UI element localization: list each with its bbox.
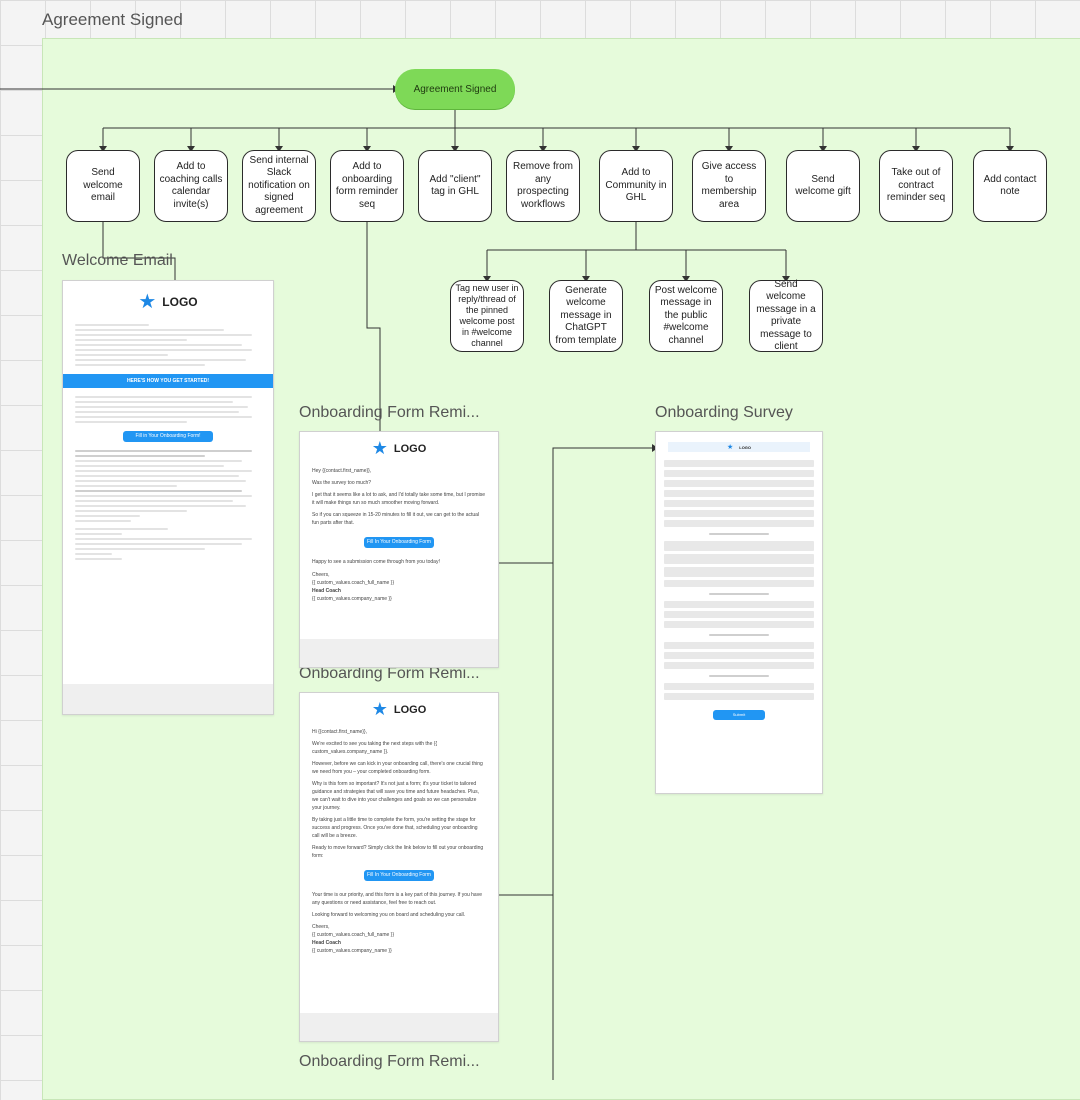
survey-submit-button[interactable]: Submit	[713, 710, 765, 720]
step-send-welcome-email[interactable]: Send welcome email	[66, 150, 140, 222]
section-welcome-email: Welcome Email	[62, 252, 173, 269]
get-started-banner: HERE'S HOW YOU GET STARTED!	[63, 374, 273, 388]
step-contact-note[interactable]: Add contact note	[973, 150, 1047, 222]
fill-onboarding-form-button[interactable]: Fill in Your Onboarding Form!	[123, 431, 213, 442]
frame-title: Agreement Signed	[42, 10, 183, 29]
star-icon: ★	[138, 291, 157, 313]
section-reminder-3: Onboarding Form Remi...	[299, 1053, 480, 1070]
reminder-1-email-preview[interactable]: ★ LOGO Hey {{contact.first_name}}, Was t…	[299, 431, 499, 668]
step-add-coaching-calls[interactable]: Add to coaching calls calendar invite(s)	[154, 150, 228, 222]
onboarding-survey-preview[interactable]: ★ LOGO Submit	[655, 431, 823, 794]
step-membership-access[interactable]: Give access to membership area	[692, 150, 766, 222]
community-post-public[interactable]: Post welcome message in the public #welc…	[649, 280, 723, 352]
star-icon: ★	[371, 438, 388, 458]
fill-onboarding-form-button[interactable]: Fill In Your Onboarding Form	[364, 537, 434, 548]
section-reminder-2: Onboarding Form Remi...	[299, 665, 480, 682]
reminder-2-email-preview[interactable]: ★ LOGO Hi {{contact.first_name}}, We're …	[299, 692, 499, 1042]
agreement-signed-trigger[interactable]: Agreement Signed	[395, 69, 515, 109]
community-tag-user[interactable]: Tag new user in reply/thread of the pinn…	[450, 280, 524, 352]
email-logo: ★ LOGO	[138, 291, 198, 313]
community-generate-message[interactable]: Generate welcome message in ChatGPT from…	[549, 280, 623, 352]
step-remove-prospecting[interactable]: Remove from any prospecting workflows	[506, 150, 580, 222]
email-logo: ★ LOGO	[371, 699, 427, 719]
welcome-email-preview[interactable]: ★ LOGO HERE'S HOW YOU GET STARTED! Fill …	[62, 280, 274, 715]
fill-onboarding-form-button[interactable]: Fill In Your Onboarding Form	[364, 870, 434, 881]
section-onboarding-survey: Onboarding Survey	[655, 404, 793, 421]
survey-logo: ★ LOGO	[668, 442, 810, 452]
step-onboarding-reminder-seq[interactable]: Add to onboarding form reminder seq	[330, 150, 404, 222]
step-client-tag[interactable]: Add "client" tag in GHL	[418, 150, 492, 222]
star-icon: ★	[726, 444, 734, 451]
greeting: Hi {{contact.first_name}},	[312, 729, 368, 735]
step-slack-notification[interactable]: Send internal Slack notification on sign…	[242, 150, 316, 222]
greeting: Hey {{contact.first_name}},	[312, 468, 372, 474]
star-icon: ★	[371, 699, 388, 719]
community-private-message[interactable]: Send welcome message in a private messag…	[749, 279, 823, 352]
section-reminder-1: Onboarding Form Remi...	[299, 404, 480, 421]
step-add-to-community[interactable]: Add to Community in GHL	[599, 150, 673, 222]
step-contract-reminder[interactable]: Take out of contract reminder seq	[879, 150, 953, 222]
email-logo: ★ LOGO	[371, 438, 427, 458]
step-welcome-gift[interactable]: Send welcome gift	[786, 150, 860, 222]
